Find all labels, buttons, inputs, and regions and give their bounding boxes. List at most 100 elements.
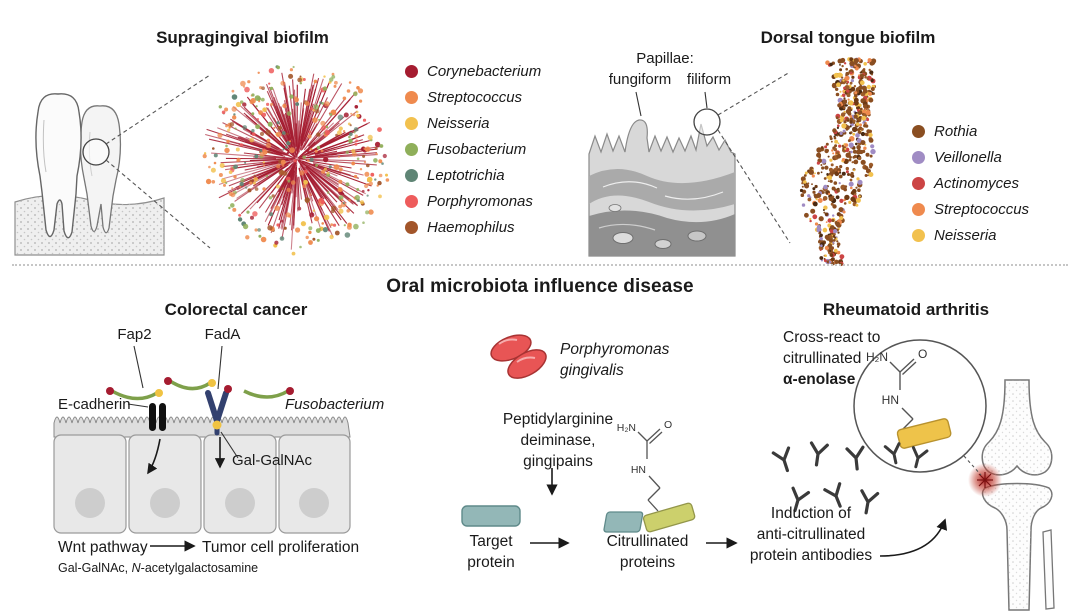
legend-item: Porphyromonas xyxy=(405,192,541,210)
bacterium-dot xyxy=(164,377,172,385)
tissue-band xyxy=(589,210,735,256)
bond-lines xyxy=(637,428,663,512)
antibody-icon xyxy=(809,441,829,467)
citrullinated-protein-shape xyxy=(642,502,696,533)
antibody-cluster xyxy=(771,441,880,515)
sugar-dot xyxy=(208,379,216,387)
contour-line xyxy=(598,223,656,231)
target-protein-label: Target protein xyxy=(467,533,515,571)
gland-oval xyxy=(687,230,707,242)
supragingival-biofilm-image xyxy=(202,65,390,256)
bacterium-dot xyxy=(224,385,232,393)
ecadherin-label: E-cadherin xyxy=(58,396,131,413)
antibody-icon xyxy=(823,482,842,508)
legend-item: Fusobacterium xyxy=(405,140,541,158)
magnifier-circle xyxy=(82,138,110,166)
receptors xyxy=(106,377,294,436)
legend-label: Porphyromonas xyxy=(427,192,533,210)
bound-antibodies xyxy=(883,442,929,469)
legend-label: Fusobacterium xyxy=(427,140,527,158)
citrullinated-label: Citrullinated proteins xyxy=(606,533,689,571)
hn-label: HN xyxy=(882,393,899,407)
fusobacterium-label: Fusobacterium xyxy=(285,396,385,413)
femur-stipple xyxy=(982,380,1052,475)
tibia-stipple xyxy=(982,483,1052,610)
legend-swatch xyxy=(405,64,418,78)
fibula xyxy=(1042,529,1055,610)
filiform-label: filiform xyxy=(686,71,732,88)
supragingival-title: Supragingival biofilm xyxy=(156,28,329,47)
h2n-label: H₂N xyxy=(866,350,888,364)
legend-label: Haemophilus xyxy=(427,218,515,236)
legend-swatch xyxy=(912,150,925,164)
fap2-label: Fap2 xyxy=(117,326,152,343)
magnifier-circle xyxy=(853,339,987,473)
section-divider xyxy=(12,264,1068,266)
footnote: Gal-GalNAc, N-acetylgalactosamine xyxy=(58,561,258,575)
target-protein-shape xyxy=(461,505,521,527)
galgalnac-label: Gal-GalNAc xyxy=(232,452,313,469)
signal-arrow xyxy=(147,438,161,475)
magnifier-circle xyxy=(693,108,721,136)
o-label: O xyxy=(664,419,672,431)
gland-oval xyxy=(608,204,622,212)
legend-item: Rothia xyxy=(912,122,1029,140)
epithelial-cells xyxy=(53,434,351,534)
legend-label: Veillonella xyxy=(934,148,1002,166)
fusobacterium-filament xyxy=(111,389,158,401)
legend-label: Neisseria xyxy=(934,226,997,244)
bacterium-cell xyxy=(507,349,547,379)
tooth-detail xyxy=(42,119,47,173)
legend-swatch xyxy=(405,142,418,156)
o-label: O xyxy=(918,347,927,361)
disease-heading: Oral microbiota influence disease xyxy=(386,276,694,297)
footnote-italic-n: N xyxy=(131,561,141,575)
crossreact-lines: Cross-react to citrullinated xyxy=(783,329,881,367)
wnt-label: Wnt pathway xyxy=(58,539,148,556)
bacterium-dot xyxy=(286,387,294,395)
legend-label: Streptococcus xyxy=(427,88,523,106)
epithelium-illustration xyxy=(53,377,351,534)
antibody-icon xyxy=(771,446,791,473)
alpha-enolase-label: α-enolase xyxy=(783,370,856,388)
gland-oval xyxy=(654,239,672,249)
legend-swatch xyxy=(912,124,925,138)
legend-label: Streptococcus xyxy=(934,200,1030,218)
footnote-prefix: Gal-GalNAc, xyxy=(58,561,132,575)
legend-item: Veillonella xyxy=(912,148,1029,166)
fusobacterium-filament xyxy=(169,379,211,391)
brush-border xyxy=(53,416,351,438)
legend-swatch xyxy=(405,168,418,182)
legend-label: Leptotrichia xyxy=(427,166,505,184)
porphyromonas-illustration xyxy=(490,334,547,379)
legend-swatch xyxy=(912,202,925,216)
footnote-suffix: -acetylgalactosamine xyxy=(140,561,259,575)
fungiform-label: fungiform xyxy=(608,71,672,88)
legend-label: Actinomyces xyxy=(934,174,1020,192)
enzymes-label: Peptidylarginine deiminase, gingipains xyxy=(502,411,614,470)
papillae-label: Papillae: xyxy=(636,50,694,67)
contour-line xyxy=(602,181,658,189)
antibody-icon xyxy=(845,445,865,471)
induction-label: Induction of anti-citrullinated protein … xyxy=(749,505,873,564)
legend-swatch xyxy=(405,194,418,208)
ecadherin-receptor xyxy=(159,403,166,431)
highlight xyxy=(498,338,518,345)
antibody-icon xyxy=(860,489,880,515)
fada-adhesin xyxy=(205,390,229,431)
cell-nuclei xyxy=(75,488,329,518)
legend-item: Neisseria xyxy=(405,114,541,132)
legend-item: Neisseria xyxy=(912,226,1029,244)
gland-oval xyxy=(612,232,634,244)
antibody-icon xyxy=(791,486,811,513)
enolase-shape xyxy=(896,418,952,449)
crossreact-text: Cross-react to citrullinated α-enolase xyxy=(783,328,880,390)
legend-label: Neisseria xyxy=(427,114,490,132)
legend-swatch xyxy=(912,228,925,242)
tongue-biofilm-image xyxy=(799,57,877,267)
protein-fragment-shape xyxy=(603,511,644,533)
inflammation-burst xyxy=(977,472,993,488)
fada-label: FadA xyxy=(204,326,241,343)
